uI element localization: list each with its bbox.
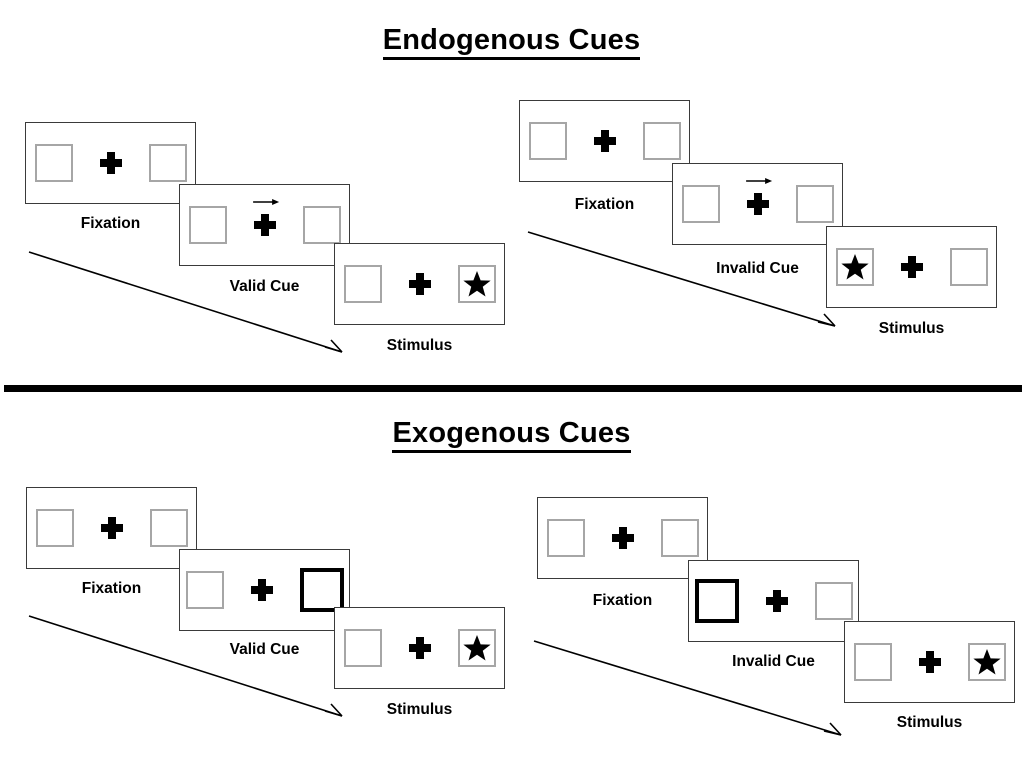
stage-label-fixation: Fixation — [592, 592, 653, 609]
plus-cross-icon — [250, 578, 273, 602]
fixation-centre — [741, 178, 775, 216]
panel-exogenous-valid-cue[interactable] — [179, 549, 350, 631]
section-title-exogenous: Exogenous Cues — [0, 417, 1023, 453]
fixation-centre — [245, 578, 279, 602]
placeholder-square-left — [34, 144, 73, 182]
panel-endogenous-valid-cue[interactable] — [179, 184, 350, 266]
fixation-centre — [760, 589, 794, 613]
panel-endogenous-invalid-cue[interactable] — [672, 163, 843, 245]
placeholder-square-right — [660, 519, 699, 557]
placeholder-square-right — [457, 265, 496, 303]
placeholder-square-left — [546, 519, 585, 557]
placeholder-square-left — [681, 185, 720, 223]
fixation-centre — [403, 272, 437, 296]
stage-label-fixation: Fixation — [80, 215, 141, 232]
flow-arrow-endogenous-valid — [28, 251, 343, 353]
cued-square-left — [694, 579, 739, 623]
plus-cross-icon — [408, 636, 431, 660]
plus-cross-icon — [746, 192, 769, 216]
stage-label-valid-cue: Valid Cue — [229, 641, 300, 658]
placeholder-square-left — [188, 206, 227, 244]
panel-endogenous-invalid-stimulus[interactable] — [826, 226, 997, 308]
flow-arrow-endogenous-invalid — [527, 231, 836, 327]
panel-exogenous-valid-stimulus[interactable] — [334, 607, 505, 689]
placeholder-square-right — [814, 582, 853, 620]
plus-cross-icon — [100, 516, 123, 540]
plus-cross-icon — [765, 589, 788, 613]
stage-label-fixation: Fixation — [574, 196, 635, 213]
stage-label-valid-cue: Valid Cue — [229, 278, 300, 295]
fixation-centre — [895, 255, 929, 279]
placeholder-square-right — [949, 248, 988, 286]
flow-arrow-exogenous-valid — [28, 615, 343, 717]
placeholder-square-left — [853, 643, 892, 681]
flow-arrow-exogenous-invalid — [533, 640, 842, 736]
star-icon — [972, 649, 1001, 675]
panel-endogenous-valid-stimulus[interactable] — [334, 243, 505, 325]
fixation-centre — [913, 650, 947, 674]
placeholder-square-right — [148, 144, 187, 182]
placeholder-square-right — [302, 206, 341, 244]
cued-square-right — [299, 568, 344, 612]
stage-label-stimulus: Stimulus — [386, 701, 453, 718]
section-title-endogenous: Endogenous Cues — [0, 24, 1023, 60]
stage-label-fixation: Fixation — [81, 580, 142, 597]
star-icon — [462, 635, 491, 661]
placeholder-square-right — [967, 643, 1006, 681]
placeholder-square-left — [35, 509, 74, 547]
stage-label-invalid-cue: Invalid Cue — [732, 653, 815, 670]
fixation-centre — [588, 129, 622, 153]
panel-endogenous-valid-fixation[interactable] — [25, 122, 196, 204]
placeholder-square-left — [185, 571, 224, 609]
placeholder-square-left — [528, 122, 567, 160]
plus-cross-icon — [611, 526, 634, 550]
placeholder-square-right — [795, 185, 834, 223]
fixation-centre — [95, 516, 129, 540]
arrow-right-icon — [745, 178, 772, 184]
stage-label-stimulus: Stimulus — [878, 320, 945, 337]
placeholder-square-left — [343, 265, 382, 303]
panel-endogenous-invalid-fixation[interactable] — [519, 100, 690, 182]
placeholder-square-left — [343, 629, 382, 667]
fixation-centre — [248, 199, 282, 237]
plus-cross-icon — [253, 213, 276, 237]
placeholder-square-right — [149, 509, 188, 547]
panel-exogenous-invalid-stimulus[interactable] — [844, 621, 1015, 703]
arrow-right-icon — [252, 199, 279, 205]
placeholder-square-right — [457, 629, 496, 667]
panel-exogenous-valid-fixation[interactable] — [26, 487, 197, 569]
plus-cross-icon — [99, 151, 122, 175]
stage-label-stimulus: Stimulus — [386, 337, 453, 354]
fixation-centre — [403, 636, 437, 660]
star-icon — [840, 254, 869, 280]
fixation-centre — [94, 151, 128, 175]
plus-cross-icon — [593, 129, 616, 153]
panel-exogenous-invalid-fixation[interactable] — [537, 497, 708, 579]
section-divider — [4, 385, 1022, 392]
panel-exogenous-invalid-cue[interactable] — [688, 560, 859, 642]
star-icon — [462, 271, 491, 297]
stage-label-stimulus: Stimulus — [896, 714, 963, 731]
placeholder-square-right — [642, 122, 681, 160]
plus-cross-icon — [408, 272, 431, 296]
stage-label-invalid-cue: Invalid Cue — [716, 260, 799, 277]
fixation-centre — [606, 526, 640, 550]
plus-cross-icon — [900, 255, 923, 279]
section-title-endogenous-text: Endogenous Cues — [382, 24, 641, 60]
placeholder-square-left — [835, 248, 874, 286]
section-title-exogenous-text: Exogenous Cues — [392, 417, 631, 453]
plus-cross-icon — [918, 650, 941, 674]
